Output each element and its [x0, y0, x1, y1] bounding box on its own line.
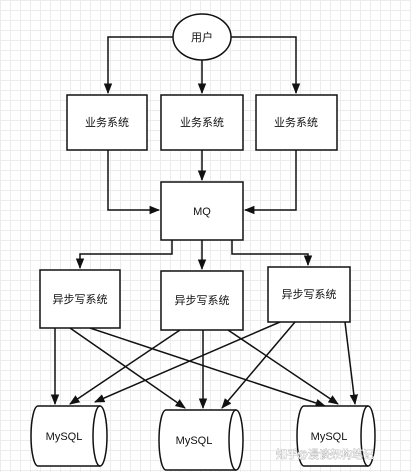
database-3: MySQL: [296, 405, 376, 467]
business-system-2-label: 业务系统: [180, 116, 224, 129]
watermark-platform: 知乎: [276, 447, 298, 461]
edge-async-2-to-db-3: [227, 329, 339, 405]
database-1-label: MySQL: [46, 431, 83, 443]
mq-node: MQ: [160, 181, 244, 241]
user-label: 用户: [191, 30, 213, 44]
edge-user-to-business-1: [103, 36, 180, 95]
business-system-3: 业务系统: [255, 94, 338, 151]
edge-business-1-to-mq: [107, 150, 161, 215]
user-node: 用户: [172, 13, 232, 61]
database-1: MySQL: [30, 405, 108, 467]
database-2: MySQL: [158, 409, 244, 471]
async-write-system-3: 异步写系统: [267, 266, 351, 323]
edge-async-1-to-db-3: [89, 327, 326, 408]
edge-mq-to-async-1: [75, 240, 173, 270]
mq-label: MQ: [193, 206, 211, 218]
edge-mq-to-async-3: [231, 240, 313, 267]
business-system-2: 业务系统: [160, 94, 244, 151]
watermark-author: @漫谈架构笔记: [297, 447, 374, 461]
async-write-system-1-label: 异步写系统: [53, 293, 108, 306]
edge-async-3-to-db-3: [344, 321, 359, 406]
database-2-label: MySQL: [176, 435, 213, 447]
edge-async-3-to-db-2: [221, 321, 296, 409]
connectors: [50, 36, 359, 410]
database-3-label: MySQL: [311, 431, 348, 443]
async-write-system-3-label: 异步写系统: [282, 288, 337, 301]
edge-user-to-business-3: [224, 36, 301, 95]
edge-async-1-to-db-2: [69, 327, 186, 409]
business-system-1: 业务系统: [66, 94, 148, 151]
business-system-1-label: 业务系统: [85, 116, 129, 129]
edge-async-3-to-db-1: [94, 321, 281, 403]
async-write-system-2: 异步写系统: [160, 270, 244, 331]
edge-async-2-to-db-1: [69, 329, 181, 405]
business-system-3-label: 业务系统: [274, 116, 318, 129]
async-write-system-2-label: 异步写系统: [175, 294, 230, 307]
async-write-system-1: 异步写系统: [39, 269, 121, 329]
edge-business-3-to-mq: [243, 150, 297, 215]
watermark: 知乎 @漫谈架构笔记: [276, 447, 375, 462]
